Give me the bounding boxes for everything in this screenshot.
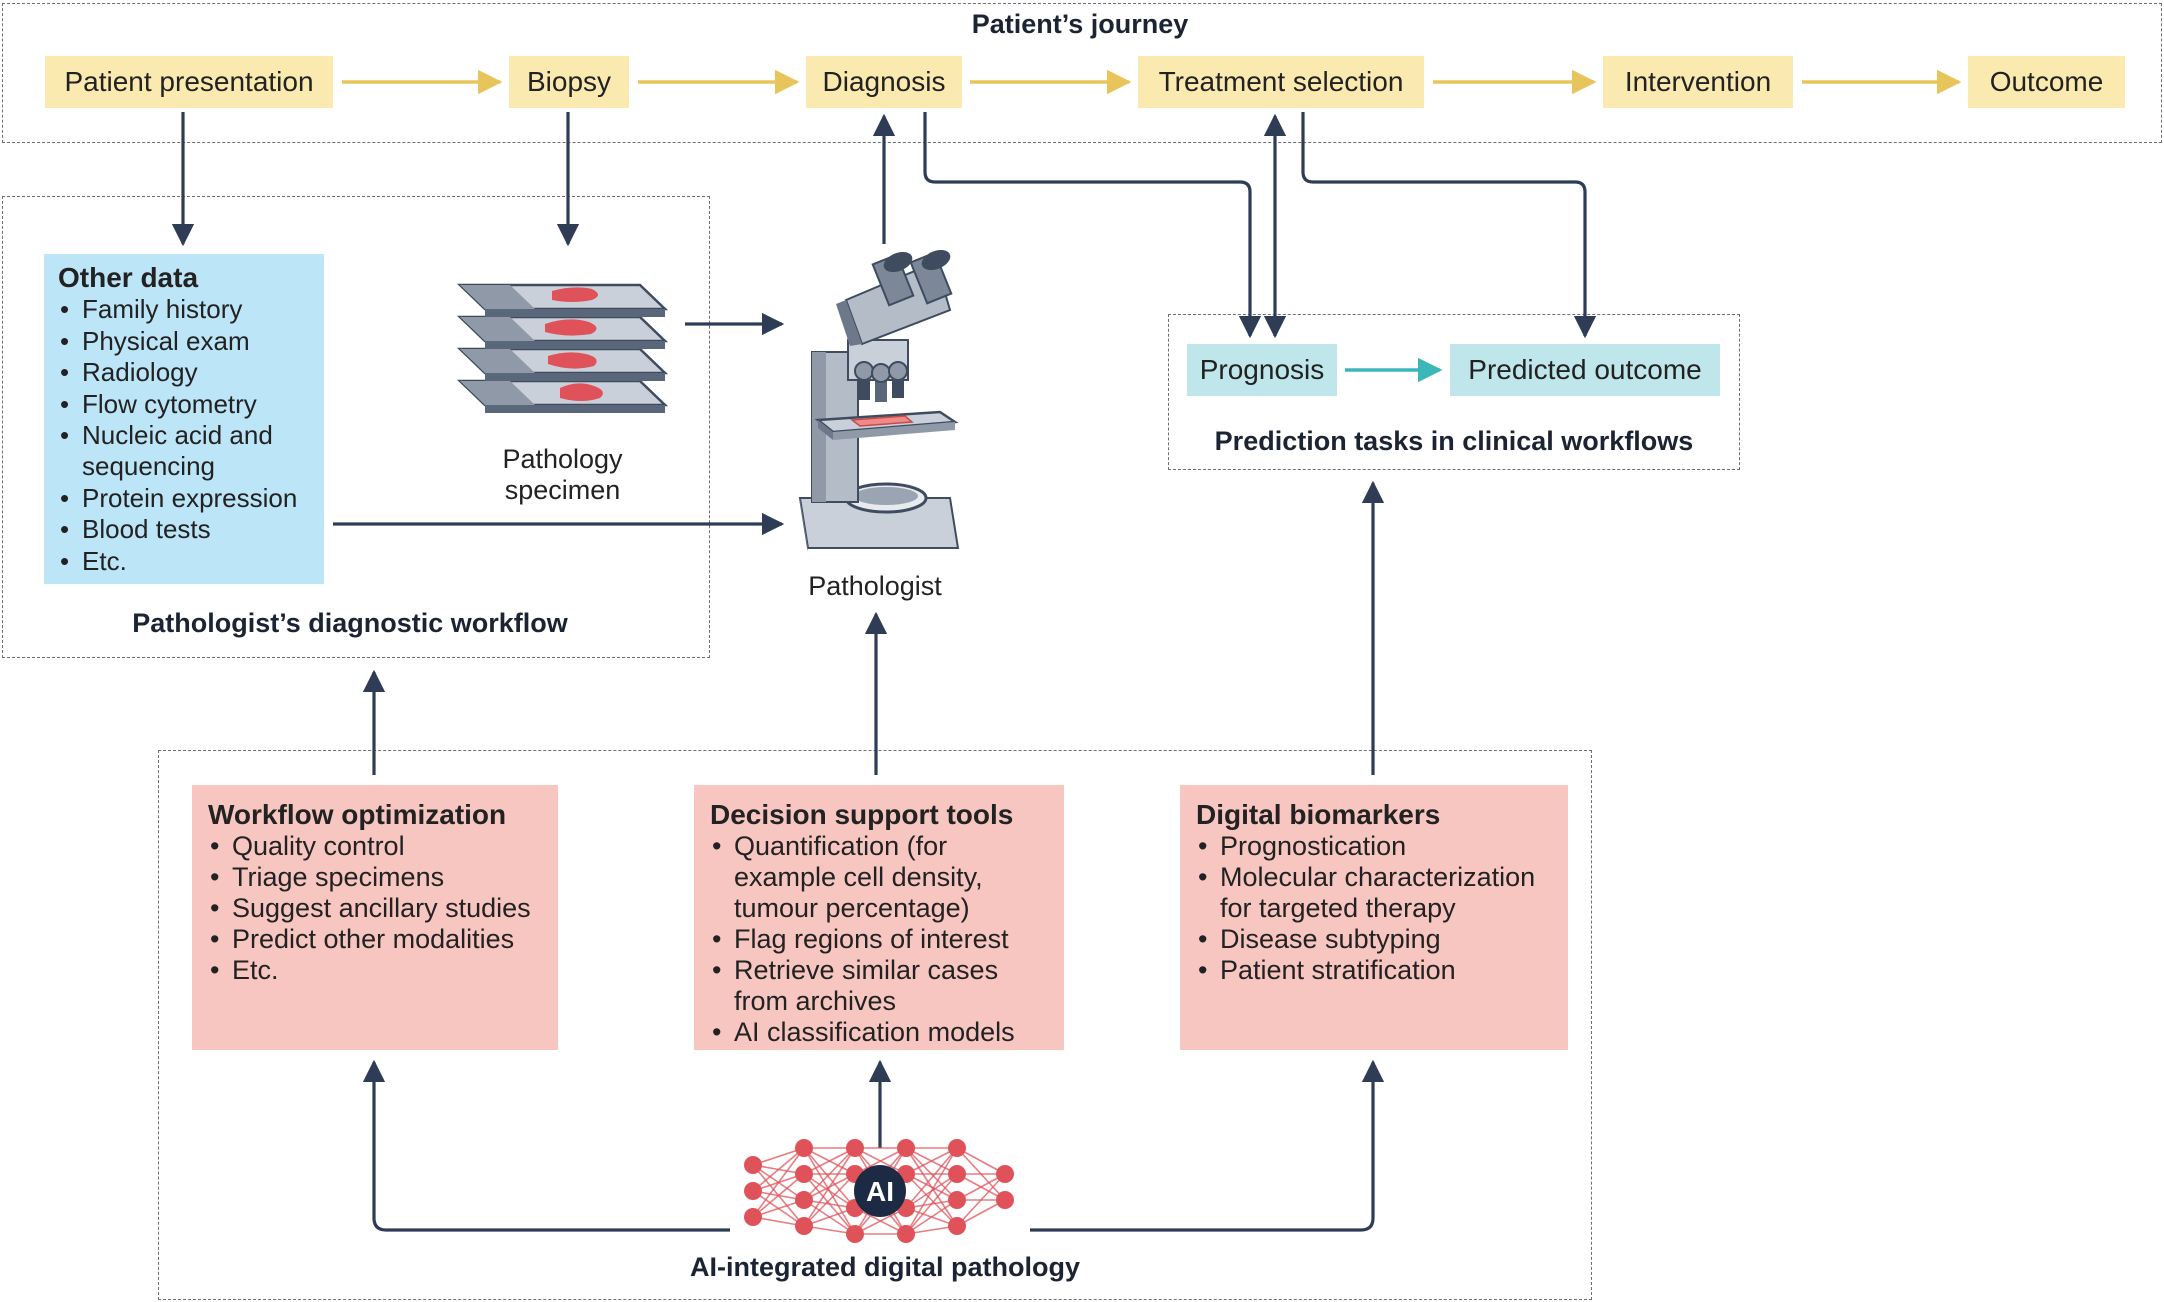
network-edge <box>752 1147 805 1218</box>
network-edge <box>956 1199 1006 1227</box>
network-edge <box>803 1147 856 1201</box>
network-edge <box>752 1173 805 1218</box>
pathologist-label: Pathologist <box>808 571 942 601</box>
list-item: Etc. <box>58 546 314 578</box>
prediction-frame <box>1168 314 1740 470</box>
list-item: Etc. <box>208 955 542 986</box>
list-item: AI classification models <box>710 1017 1048 1048</box>
specimen-label: Pathology specimen <box>502 444 623 505</box>
network-node <box>795 1191 813 1209</box>
network-node <box>795 1139 813 1157</box>
journey-title: Patient’s journey <box>971 9 1189 39</box>
list-item: Nucleic acid and sequencing <box>58 420 314 483</box>
list-item: Protein expression <box>58 483 314 515</box>
list-item: Suggest ancillary studies <box>208 893 542 924</box>
step-intervention: Intervention <box>1603 56 1793 108</box>
network-edge <box>905 1147 958 1175</box>
predicted-outcome-box: Predicted outcome <box>1450 344 1720 396</box>
list-item: Blood tests <box>58 514 314 546</box>
digital-biomarkers-title: Digital biomarkers <box>1196 799 1441 830</box>
network-node <box>897 1225 915 1243</box>
neural-network-icon <box>744 1139 1014 1243</box>
other-data-list: Family history Physical exam Radiology F… <box>58 294 314 577</box>
decision-support-panel: Decision support tools Quantification (f… <box>694 785 1064 1050</box>
network-edge <box>905 1173 958 1227</box>
list-item: Radiology <box>58 357 314 389</box>
list-item: Prognostication <box>1196 831 1552 862</box>
network-edge <box>854 1147 907 1175</box>
step-patient-presentation: Patient presentation <box>45 56 333 108</box>
list-item: Triage specimens <box>208 862 542 893</box>
network-edge <box>752 1147 805 1192</box>
list-item: Predict other modalities <box>208 924 542 955</box>
workflow-optimization-panel: Workflow optimization Quality control Tr… <box>192 785 558 1050</box>
workflow-optimization-title: Workflow optimization <box>208 799 507 830</box>
patient-journey-frame <box>2 3 2162 143</box>
network-edge <box>803 1147 856 1209</box>
network-node <box>795 1217 813 1235</box>
diagnostic-workflow-frame <box>2 196 710 658</box>
network-edge <box>803 1147 856 1227</box>
list-item: Disease subtyping <box>1196 924 1552 955</box>
network-node <box>948 1139 966 1157</box>
network-edge <box>905 1147 958 1209</box>
flow-arrows <box>171 112 1597 1232</box>
network-node <box>897 1139 915 1157</box>
prognosis-box: Prognosis <box>1187 344 1337 396</box>
list-item: Retrieve similar cases from archives <box>710 955 1048 1017</box>
decision-support-list: Quantification (for example cell density… <box>710 831 1048 1048</box>
list-item: Family history <box>58 294 314 326</box>
prediction-title: Prediction tasks in clinical workflows <box>1214 426 1694 456</box>
network-node <box>948 1217 966 1235</box>
list-item: Quantification (for example cell density… <box>710 831 1048 924</box>
network-edge <box>956 1173 1006 1227</box>
network-edge <box>956 1147 1006 1175</box>
network-node <box>744 1156 762 1174</box>
network-edge <box>905 1173 958 1235</box>
network-edge <box>905 1173 958 1201</box>
network-edge <box>803 1173 856 1227</box>
network-node <box>795 1165 813 1183</box>
network-edge <box>803 1207 856 1227</box>
network-node <box>948 1191 966 1209</box>
diagnostic-workflow-title: Pathologist’s diagnostic workflow <box>132 608 568 638</box>
network-node <box>996 1165 1014 1183</box>
step-treatment-selection: Treatment selection <box>1138 56 1424 108</box>
digital-biomarkers-panel: Digital biomarkers Prognostication Molec… <box>1180 785 1568 1050</box>
network-edge <box>803 1147 856 1175</box>
ai-badge-label: AI <box>866 1176 894 1207</box>
workflow-optimization-list: Quality control Triage specimens Suggest… <box>208 831 542 986</box>
list-item: Quality control <box>208 831 542 862</box>
list-item: Flag regions of interest <box>710 924 1048 955</box>
list-item: Physical exam <box>58 326 314 358</box>
digital-biomarkers-list: Prognostication Molecular characterizati… <box>1196 831 1552 986</box>
other-data-title: Other data <box>58 262 199 293</box>
network-edge <box>803 1173 856 1209</box>
network-edge <box>854 1207 907 1235</box>
list-item: Flow cytometry <box>58 389 314 421</box>
step-biopsy: Biopsy <box>509 56 629 108</box>
network-node <box>846 1139 864 1157</box>
pathology-slides-icon <box>456 283 669 413</box>
list-item: Molecular characterization for targeted … <box>1196 862 1552 924</box>
other-data-panel: Other data Family history Physical exam … <box>44 254 324 584</box>
microscope-icon <box>798 249 960 552</box>
network-node <box>996 1191 1014 1209</box>
network-node <box>744 1208 762 1226</box>
network-node <box>744 1182 762 1200</box>
ai-pathology-title: AI-integrated digital pathology <box>690 1252 1080 1282</box>
decision-support-title: Decision support tools <box>710 799 1014 830</box>
network-node <box>846 1225 864 1243</box>
network-edge <box>905 1199 958 1235</box>
ai-badge <box>854 1165 906 1217</box>
network-edge <box>905 1147 958 1235</box>
network-edge <box>956 1173 1006 1201</box>
step-diagnosis: Diagnosis <box>806 56 962 108</box>
step-outcome: Outcome <box>1968 56 2125 108</box>
list-item: Patient stratification <box>1196 955 1552 986</box>
network-node <box>948 1165 966 1183</box>
